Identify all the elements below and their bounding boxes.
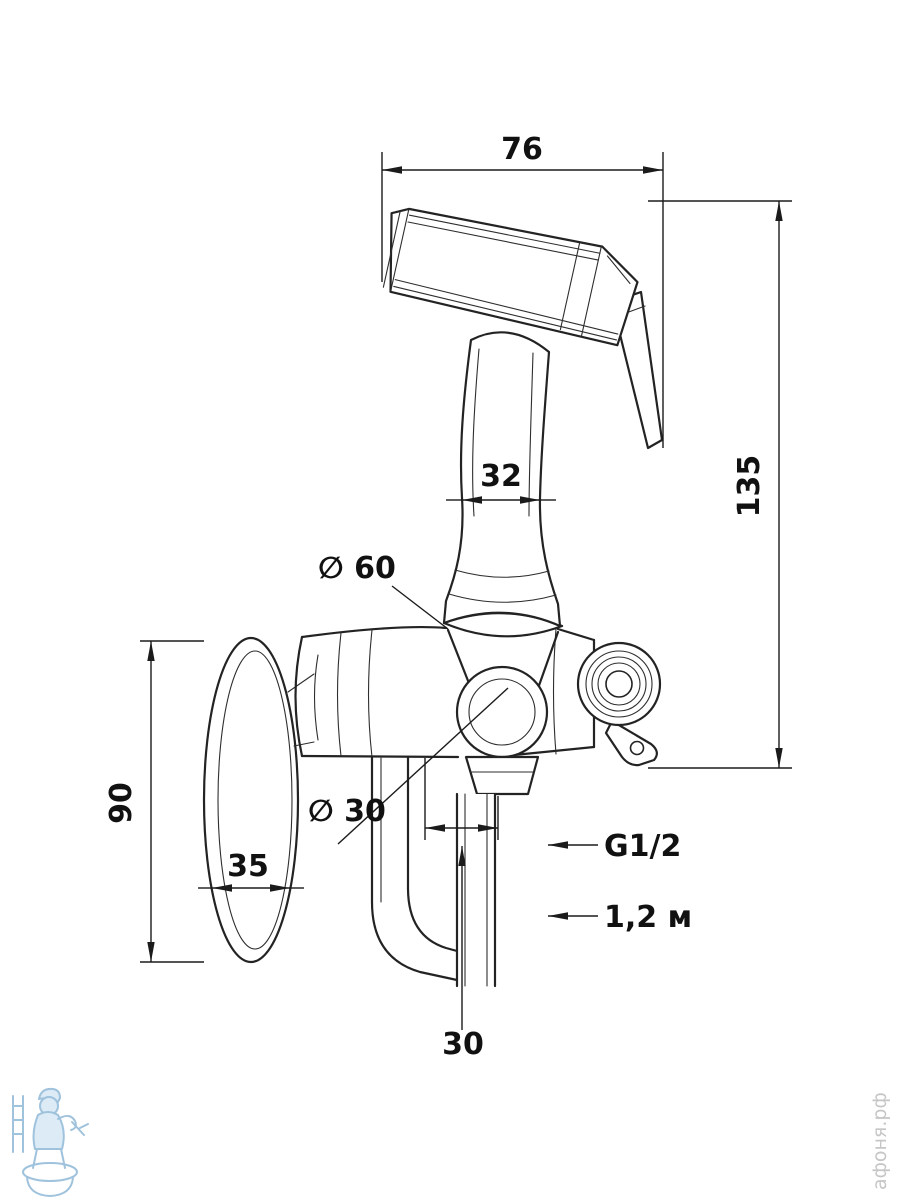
sprayer-head — [382, 207, 639, 347]
dim-label-32: 32 — [480, 459, 522, 494]
dimension-90: 90 — [104, 640, 204, 963]
dimension-g12: G1/2 — [548, 829, 681, 864]
dim-label-76: 76 — [501, 132, 543, 167]
dim-label-d30: ∅ 30 — [308, 794, 386, 829]
toilet-bowl — [22, 1162, 78, 1182]
mixer-body — [294, 625, 596, 759]
dimension-30: 30 — [442, 846, 484, 1062]
mixer-control-lever — [202, 636, 315, 964]
leader-line — [391, 585, 449, 630]
dim-label-90: 90 — [104, 782, 139, 824]
plumber-wrench — [71, 1121, 89, 1136]
dim-label-135: 135 — [732, 455, 767, 518]
dimension-135: 135 — [648, 200, 792, 769]
dimension-76: 76 — [381, 132, 664, 448]
bracket-hole — [629, 740, 645, 756]
dim-label-g12: G1/2 — [604, 829, 681, 864]
holder-mount-circle — [455, 665, 549, 759]
dimension-d60: ∅ 60 — [318, 551, 449, 630]
dimension-hose-length: 1,2 м — [548, 900, 692, 935]
leader-line — [337, 687, 509, 845]
holder-front-rim — [442, 621, 564, 638]
dimension-35: 35 — [198, 849, 304, 892]
plumber-logo-watermark — [12, 1087, 89, 1197]
dimension-d30: ∅ 30 — [308, 687, 509, 845]
site-watermark: афоня.рф — [869, 1092, 891, 1190]
dim-label-30: 30 — [442, 1027, 484, 1062]
hose-fitting — [464, 755, 540, 796]
wall-connector — [576, 641, 662, 767]
shower-hose-loop — [370, 755, 459, 982]
dim-label-length: 1,2 м — [604, 900, 692, 935]
dim-label-d60: ∅ 60 — [318, 551, 396, 586]
plumber-body — [32, 1111, 65, 1150]
dimension-32: 32 — [446, 459, 556, 504]
dim-label-35: 35 — [227, 849, 269, 884]
